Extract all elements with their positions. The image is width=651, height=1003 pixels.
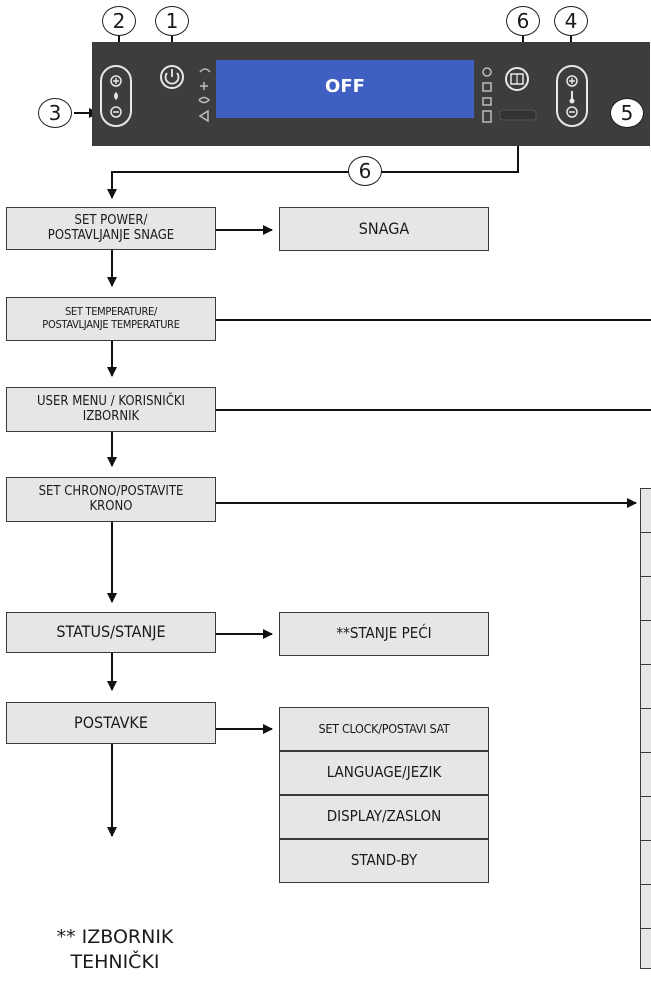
menu-status[interactable]: STATUS/STANJE [6,612,216,653]
menu-settings[interactable]: POSTAVKE [6,702,216,744]
menu-set-power[interactable]: SET POWER/POSTAVLJANJE SNAGE [6,207,216,250]
callout-6-bottom: 6 [348,156,382,186]
power-button[interactable] [160,65,184,89]
left-indicator-icons [198,68,211,123]
temperature-rocker-right[interactable] [556,65,588,127]
ir-receiver [499,109,537,121]
power-rocker-left[interactable] [100,65,132,127]
sun-icon [482,67,492,77]
fan-speed-icon [198,96,211,104]
submenu-standby[interactable]: STAND-BY [279,839,489,883]
callout-4: 4 [554,6,588,36]
thermostat-icon [482,97,492,106]
timer-icon [482,82,492,92]
snowflake-icon [200,82,208,90]
submenu-power[interactable]: SNAGA [279,207,489,251]
speaker-icon [198,109,209,123]
menu-set-temperature[interactable]: SET TEMPERATURE/POSTAVLJANJE TEMPERATURE [6,297,216,341]
pellet-icon [482,110,492,123]
submenu-status[interactable]: **STANJE PEĆI [279,612,489,656]
flame-icon [114,92,118,100]
callout-1: 1 [155,6,189,36]
tech-menu-note: ** IZBORNIK TEHNIČKI [56,926,174,973]
callout-3: 3 [38,98,72,128]
callout-6-top: 6 [506,6,540,36]
lcd-display: OFF [216,60,474,118]
callout-5: 5 [610,98,644,128]
panel-controls [100,65,588,127]
chrono-submenu-column [640,488,651,969]
right-indicator-icons [482,67,492,123]
callout-2: 2 [102,6,136,36]
menu-button[interactable] [505,67,529,91]
submenu-set-clock[interactable]: SET CLOCK/POSTAVI SAT [279,707,489,751]
submenu-language[interactable]: LANGUAGE/JEZIK [279,751,489,795]
submenu-display[interactable]: DISPLAY/ZASLON [279,795,489,839]
fan-icon [199,68,211,73]
